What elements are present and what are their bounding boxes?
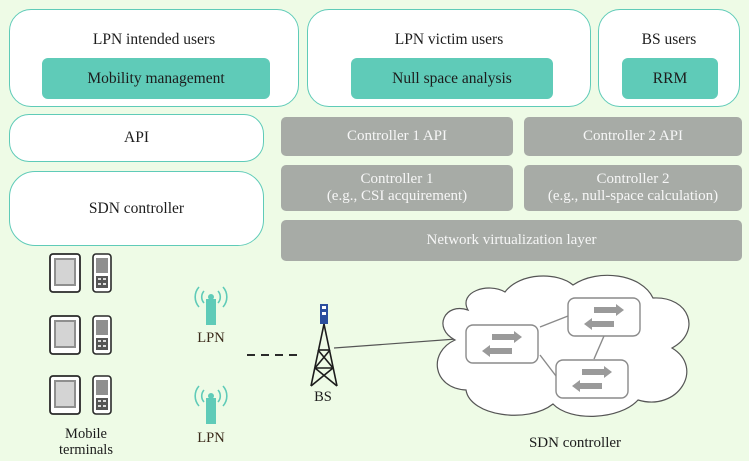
mobile-terminal-2-icon xyxy=(49,315,112,355)
switch-link-b xyxy=(539,354,557,377)
sdn-switch-2-icon xyxy=(567,297,641,337)
null-space-analysis-block: Null space analysis xyxy=(351,58,553,99)
lpn-access-point-bottom-icon xyxy=(194,385,228,425)
controller-2-title: Controller 2 xyxy=(596,171,670,187)
switch-link-a xyxy=(539,315,569,328)
bs-tower-icon xyxy=(310,304,338,387)
controller-1-example: (e.g., CSI acquirement) xyxy=(326,188,468,204)
controller-1-api-block: Controller 1 API xyxy=(281,117,513,156)
mobile-terminal-1-icon xyxy=(49,253,112,293)
controller-2-example: (e.g., null-space calculation) xyxy=(547,188,719,204)
lpn-access-point-top-icon xyxy=(194,286,228,326)
controller-2-api-block: Controller 2 API xyxy=(524,117,742,156)
bs-cloud-link xyxy=(333,337,471,349)
mobile-terminals-label-line2: terminals xyxy=(59,442,113,458)
sdn-switch-1-icon xyxy=(465,324,539,364)
mobile-terminals-label: Mobile terminals xyxy=(46,426,126,458)
bs-users-panel: BS users RRM xyxy=(598,9,740,107)
lpn-intended-users-title: LPN intended users xyxy=(92,31,216,48)
bs-label: BS xyxy=(314,389,332,405)
mobile-terminal-3-icon xyxy=(49,375,112,415)
lpn-bottom-label: LPN xyxy=(197,430,225,446)
lpn-top-label: LPN xyxy=(197,330,225,346)
lpn-victim-users-panel: LPN victim users Null space analysis xyxy=(307,9,591,107)
sdn-controller-box: SDN controller xyxy=(9,171,264,246)
lpn-intended-users-panel: LPN intended users Mobility management xyxy=(9,9,299,107)
rrm-block: RRM xyxy=(622,58,718,99)
controller-1-title: Controller 1 xyxy=(360,171,434,187)
bs-users-title: BS users xyxy=(641,31,697,48)
mobility-management-block: Mobility management xyxy=(42,58,270,99)
sdn-controller-cloud-label: SDN controller xyxy=(528,435,622,451)
switch-link-c xyxy=(593,335,605,360)
controller-1-block: Controller 1 (e.g., CSI acquirement) xyxy=(281,165,513,211)
mobile-terminals-label-line1: Mobile xyxy=(65,426,107,442)
controller-2-block: Controller 2 (e.g., null-space calculati… xyxy=(524,165,742,211)
api-box: API xyxy=(9,114,264,162)
network-virtualization-layer-block: Network virtualization layer xyxy=(281,220,742,261)
sdn-switch-3-icon xyxy=(555,359,629,399)
lpn-victim-users-title: LPN victim users xyxy=(394,31,504,48)
